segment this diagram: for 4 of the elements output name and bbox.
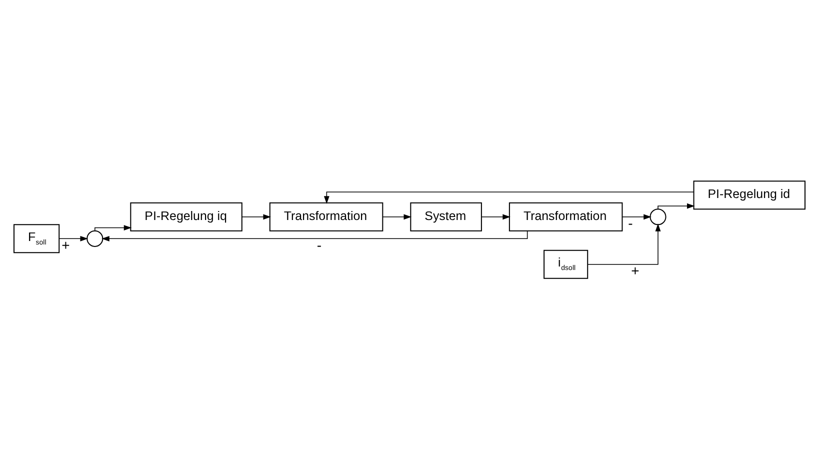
edge-label: - [316,236,322,253]
edge-label: + [62,236,70,253]
edge-label: + [631,262,640,279]
edge-label: - [628,215,633,232]
